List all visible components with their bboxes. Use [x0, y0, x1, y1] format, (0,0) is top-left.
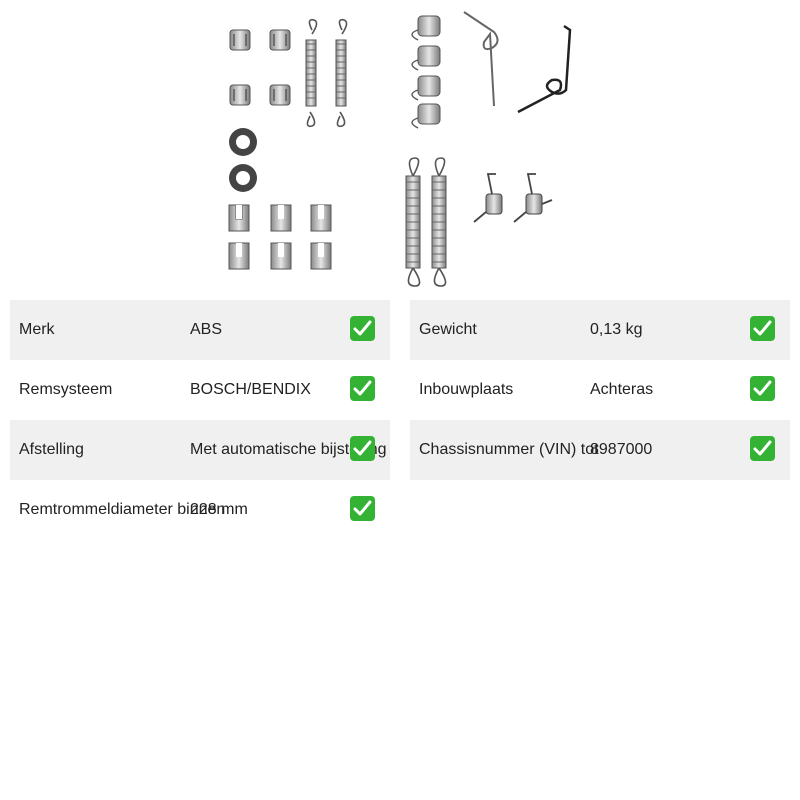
- spec-row-afstelling: Afstelling Met automatische bijstelling: [10, 420, 390, 480]
- spec-value: Achteras: [590, 381, 654, 398]
- spec-label: Gewicht: [419, 321, 477, 338]
- spec-table-left: Merk ABS Remsysteem BOSCH/BENDIX Afstell…: [10, 300, 390, 540]
- spec-row-chassisnummer: Chassisnummer (VIN) tot 8987000: [410, 420, 790, 480]
- check-mark-button-icon: [750, 316, 775, 341]
- adjuster-spring: [485, 193, 543, 215]
- check-mark-button-icon: [350, 376, 375, 401]
- torsion-spring-dark: [517, 24, 572, 114]
- check-mark-button-icon: [350, 436, 375, 461]
- spec-value: BOSCH/BENDIX: [190, 381, 311, 398]
- spec-label: Remsysteem: [19, 381, 113, 398]
- spec-label: Merk: [19, 321, 55, 338]
- check-mark-button-icon: [350, 496, 375, 521]
- spec-label: Remtrommeldiameter binnen: [19, 501, 226, 518]
- spec-row-gewicht: Gewicht 0,13 kg: [410, 300, 790, 360]
- hold-down-spring: [417, 15, 441, 125]
- spec-row-merk: Merk ABS: [10, 300, 390, 360]
- spec-row-remsysteem: Remsysteem BOSCH/BENDIX: [10, 360, 390, 420]
- check-mark-button-icon: [750, 436, 775, 461]
- spec-value: Met automatische bijstelling: [190, 441, 387, 458]
- spec-value: 228 mm: [190, 501, 248, 518]
- clip-part: [229, 29, 291, 106]
- check-mark-button-icon: [750, 376, 775, 401]
- spec-label: Afstelling: [19, 441, 84, 458]
- spec-value: 0,13 kg: [590, 321, 643, 338]
- spec-label: Chassisnummer (VIN) tot: [419, 441, 599, 458]
- torsion-spring: [463, 11, 499, 107]
- long-spring-coils: [305, 39, 347, 107]
- spec-label: Inbouwplaats: [419, 381, 514, 398]
- spec-value: 8987000: [590, 441, 653, 458]
- return-spring: [405, 175, 447, 269]
- long-spring: [306, 18, 348, 128]
- product-image: [228, 11, 572, 287]
- spec-row-remtrommeldiameter: Remtrommeldiameter binnen 228 mm: [10, 480, 390, 540]
- spec-row-inbouwplaats: Inbouwplaats Achteras: [410, 360, 790, 420]
- check-mark-button-icon: [350, 316, 375, 341]
- spec-table-right: Gewicht 0,13 kg Inbouwplaats Achteras Ch…: [410, 300, 790, 480]
- shim-part: [228, 204, 332, 270]
- spec-value: ABS: [190, 321, 223, 338]
